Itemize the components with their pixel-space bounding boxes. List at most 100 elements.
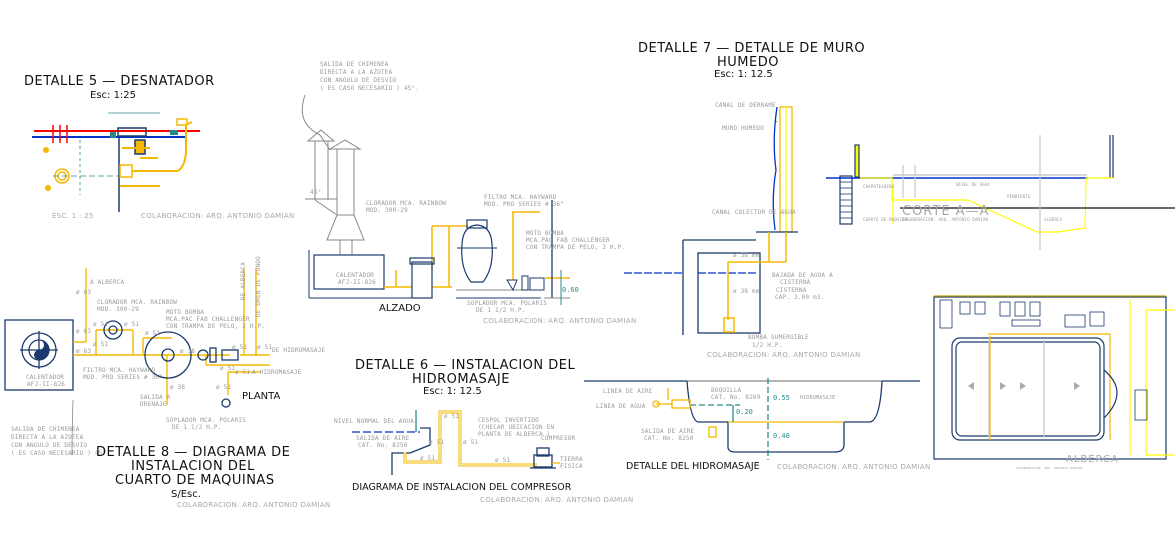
hidro-salida-aire-1: SALIDA DE AIRE — [641, 428, 695, 435]
detalle8-filtro-2: MOD. PRO SERIES # 36" — [83, 374, 164, 381]
detalle7-drawing — [624, 106, 798, 335]
hidro-linea-agua: LINEA DE AGUA — [596, 403, 646, 410]
detalle8-salida-1: SALIDA A — [140, 394, 171, 401]
hidro-label: HIDROMASAJE — [800, 395, 836, 401]
detalle8-pipe-14: ø 51 — [216, 384, 232, 391]
detalle8-de-dren: DE DREN DE FONDO — [255, 256, 262, 317]
detalle8-soplador-1: SOPLADOR MCA. POLARIS — [166, 417, 247, 424]
alzado-chimney-note-4: ( ES CASO NECESARIO ) 45°. — [320, 85, 420, 92]
detalle6-collab: COLABORACION: ARQ. ANTONIO DAMIAN — [480, 496, 634, 504]
detalle7-bajada-2: CISTERNA — [780, 279, 811, 286]
detalle6-cespol-3: PLANTA DE ALBERCA ) — [478, 431, 551, 438]
detalle8-chimney-note-1: SALIDA DE CHIMENEA — [11, 426, 80, 433]
detalle8-motobomba-1: MOTO BOMBA — [166, 309, 205, 316]
detalle5-scale: Esc: 1:25 — [90, 90, 137, 101]
corte-note-alberca: ALBERCA — [1044, 217, 1063, 222]
alzado-collab: COLABORACION: ARQ. ANTONIO DAMIAN — [483, 317, 637, 325]
hidro-boquilla-1: BOQUILLA — [711, 387, 742, 394]
alzado-motobomba-3: CON TRAMPA DE PELO, 2 H.P. — [526, 244, 626, 251]
detalle8-motobomba-2: MCA.PAC FAB CHALLENGER — [166, 316, 250, 323]
alzado-angle: 45° — [310, 189, 322, 196]
detalle8-pipe-6: ø 51 — [124, 321, 140, 328]
detalle8-collab: COLABORACION: ARQ. ANTONIO DAMIAN — [177, 501, 331, 509]
detalle7-cisterna-1: CISTERNA — [776, 287, 807, 294]
detalle6-scale: Esc: 1: 12.5 — [423, 386, 482, 397]
detalle8-chimney-note-4: ( ES CASO NECESARIO ) 45° — [11, 450, 107, 457]
alzado-filtro-1: FILTRO MCA. HAYWARD — [484, 194, 557, 201]
hidro-dim-040: 0.40 — [773, 432, 790, 440]
detalle6-pipe-5: ø 51 — [495, 457, 511, 464]
alzado-dimension: 0.60 — [562, 286, 579, 294]
detalle8-pipe-13: ø 51 — [235, 369, 251, 376]
hidro-salida-aire-2: CAT. No. 8250 — [644, 435, 694, 442]
alzado-drawing — [301, 94, 570, 305]
detalle8-pipe-12: ø 51 — [220, 365, 236, 372]
detalle8-soplador-2: DE 1 1/2 H.P. — [172, 424, 222, 431]
detalle8-pipe-2: ø 63 — [76, 328, 92, 335]
detalle8-de-alberca: DE ALBERCA — [240, 262, 247, 301]
detalle6-cespol-2: (CHECAR UBICACION EN — [478, 424, 555, 431]
detalle7-bomba-2: 1/2 H.P. — [752, 342, 783, 349]
detalle6-tierra-2: FISICA — [560, 463, 583, 470]
alzado-motobomba-2: MCA.PAC FAB CHALLENGER — [526, 237, 610, 244]
alzado-motobomba-1: MOTO BOMBA — [526, 230, 565, 237]
detalle6-title-line2: HIDROMASAJE — [412, 372, 510, 387]
hidro-collab: COLABORACION: ARQ. ANTONIO DAMIAN — [777, 463, 931, 471]
detalle7-diam-1: ø 38 mm — [733, 252, 760, 259]
detalle7-title-line1: DETALLE 7 — DETALLE DE MURO — [638, 41, 866, 56]
detalle7-bajada-1: BAJADA DE AGUA A — [772, 272, 833, 279]
detalle5-scale-note: ESC. 1 : 25 — [52, 212, 94, 220]
detalle7-bomba-1: BOMBA SUMERGIBLE — [748, 334, 809, 341]
alzado-chimney-note-3: CON ANGULO DE DESVIO — [320, 77, 397, 84]
detalle7-cisterna-2: CAP. 3.00 m3. — [775, 294, 825, 301]
detalle8-clorador-2: MOD. 300-29 — [97, 306, 139, 313]
planta-alberca-sublabel: COLABORACION: ARQ. ANTONIO DAMIAN — [1016, 466, 1083, 470]
detalle6-cespol-1: CESPOL INVERTIDO — [478, 417, 539, 424]
corte-aa-drawing — [826, 135, 1175, 250]
detalle8-salida-2: DRENAJE — [140, 401, 167, 408]
detalle6-nivel: NIVEL NORMAL DEL AGUA — [334, 418, 415, 425]
detalle6-pipe-3: ø 51 — [463, 439, 479, 446]
detalle6-pipe-1: ø 51 — [444, 413, 460, 420]
detalle6-title-line1: DETALLE 6 — INSTALACION DEL — [355, 358, 576, 373]
detalle8-filtro-1: FILTRO MCA. HAYWARD — [83, 367, 156, 374]
alzado-soplador-2: DE 1 1/2 H.P. — [476, 307, 526, 314]
detalle7-muro-humedo: MURO HUMEDO — [722, 125, 764, 132]
detalle8-clorador-1: CLORADOR MCA. RAINBOW — [97, 299, 178, 306]
detalle7-title-line2: HUMEDO — [717, 55, 779, 70]
detalle8-chimney-note-2: DIRECTA A LA AZOTEA — [11, 434, 84, 441]
alzado-clorador-2: MOD. 300-29 — [366, 207, 408, 214]
detalle7-collab: COLABORACION: ARQ. ANTONIO DAMIAN — [707, 351, 861, 359]
detalle8-drawing — [4, 268, 270, 456]
detalle6-salida-2: CAT. No. 8250 — [358, 442, 408, 449]
detalle6-pipe-4: ø 51 — [420, 455, 436, 462]
detalle8-pipe-7: ø 51 — [145, 330, 161, 337]
detalle7-canal-colector: CANAL COLECTOR DE AGUA — [712, 209, 796, 216]
detalle7-diam-2: ø 38 mm — [733, 288, 760, 295]
corte-note-pendiente: PENDIENTE — [1007, 194, 1031, 199]
detalle5-title: DETALLE 5 — DESNATADOR — [24, 74, 215, 89]
detalle6-pipe-2: ø 51 — [429, 439, 445, 446]
hidro-boquilla-2: CAT. No. 8269 — [711, 394, 761, 401]
planta-alberca-label: ALBERCA — [1066, 454, 1119, 465]
hidro-dim-020: 0.20 — [736, 408, 753, 416]
detalle8-motobomba-3: CON TRAMPA DE PELO, 2 H.P. — [166, 323, 266, 330]
detalle5-drawing — [32, 112, 200, 212]
alzado-chimney-note-1: SALIDA DE CHIMENEA — [320, 61, 389, 68]
detalle8-pipe-8: ø 38 — [180, 348, 196, 355]
detalle8-chimney-note-3: CON ANGULO DE DESVIO — [11, 442, 88, 449]
corte-note-nivel: NIVEL DE AGUA — [956, 182, 990, 187]
detalle8-pipe-5: ø 51 — [93, 341, 109, 348]
detalle7-scale: Esc: 1: 12.5 — [714, 69, 773, 80]
detalle8-pipe-4: ø 51 — [93, 321, 109, 328]
detalle8-pipe-1: ø 63 — [76, 289, 92, 296]
corte-label: CORTE A—A — [902, 204, 990, 219]
detalle8-title-line1: DETALLE 8 — DIAGRAMA DE — [96, 445, 291, 460]
detalle8-pipe-11: ø 51 — [257, 344, 273, 351]
detalle6-drawing — [352, 410, 560, 475]
detalle8-pipe-9: ø 38 — [170, 384, 186, 391]
detalle8-a-alberca: A ALBERCA — [90, 279, 125, 286]
detalle5-collab: COLABORACION: ARQ. ANTONIO DAMIAN — [141, 212, 295, 220]
detalle8-title-line2: INSTALACION DEL — [131, 459, 255, 474]
